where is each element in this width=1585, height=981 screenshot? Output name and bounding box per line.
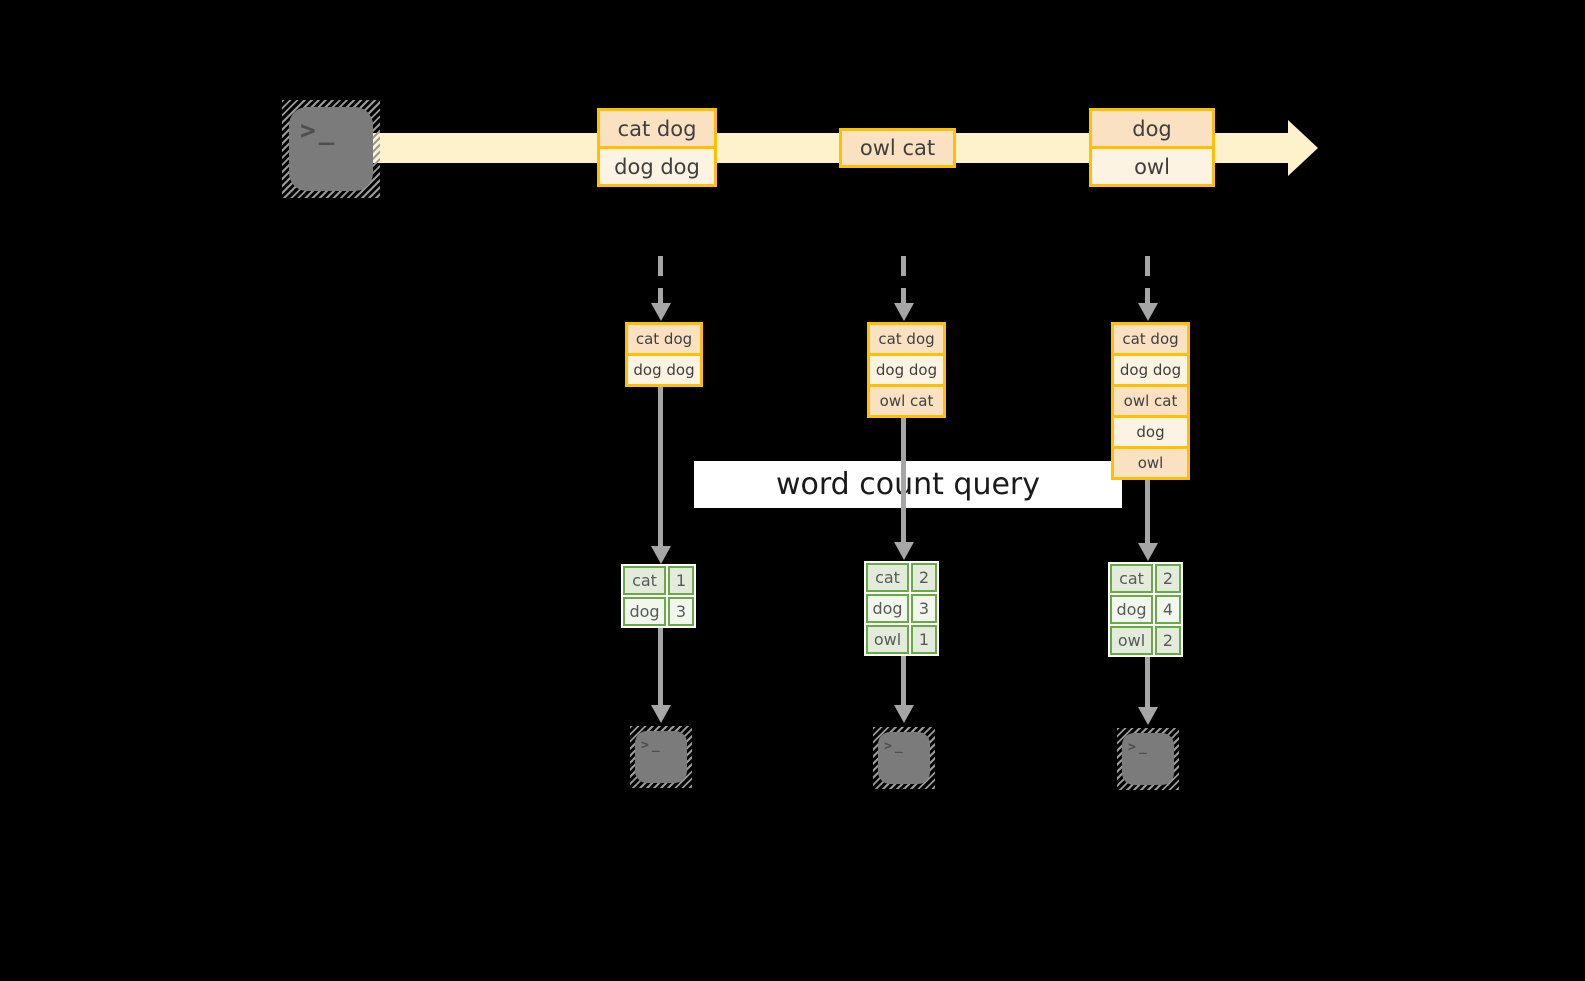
output-terminal-icon-1: >_ bbox=[630, 726, 692, 788]
stream-record-cell: cat dog bbox=[600, 111, 714, 146]
buffer-cell: dog bbox=[1114, 418, 1187, 446]
stream-record-box-3: dog owl bbox=[1089, 108, 1215, 187]
terminal-screen bbox=[289, 107, 373, 191]
ingest-arrow-dash-1 bbox=[658, 256, 663, 304]
ingest-arrow-dash-2 bbox=[901, 256, 906, 304]
table-cell-count: 2 bbox=[911, 563, 937, 592]
table-cell-count: 4 bbox=[1155, 595, 1181, 624]
word-count-table-1: cat 1 dog 3 bbox=[621, 564, 696, 628]
table-cell-word: cat bbox=[1110, 564, 1153, 593]
table-cell-word: cat bbox=[866, 563, 909, 592]
record-buffer-stack-2: cat dog dog dog owl cat bbox=[867, 322, 946, 418]
word-count-table-3: cat 2 dog 4 owl 2 bbox=[1108, 562, 1183, 657]
output-terminal-icon-3: >_ bbox=[1117, 728, 1179, 790]
ingest-arrow-dash-3 bbox=[1145, 256, 1150, 304]
terminal-screen bbox=[878, 732, 930, 784]
table-cell-word: dog bbox=[1110, 595, 1153, 624]
ingest-arrowhead-1 bbox=[651, 303, 671, 321]
output-arrow-line-3 bbox=[1145, 657, 1150, 708]
table-cell-count: 2 bbox=[1155, 564, 1181, 593]
connector-arrowhead-2 bbox=[894, 542, 914, 560]
buffer-cell: owl cat bbox=[1114, 387, 1187, 415]
buffer-cell: dog dog bbox=[870, 356, 943, 384]
connector-arrowhead-3 bbox=[1138, 543, 1158, 561]
ingest-arrowhead-3 bbox=[1138, 303, 1158, 321]
table-cell-count: 3 bbox=[668, 597, 694, 626]
stream-record-cell: owl cat bbox=[842, 131, 953, 165]
table-cell-count: 1 bbox=[911, 625, 937, 654]
record-buffer-stack-3: cat dog dog dog owl cat dog owl bbox=[1111, 322, 1190, 480]
terminal-prompt-icon: >_ bbox=[884, 739, 906, 754]
stream-record-cell: dog dog bbox=[600, 149, 714, 184]
word-count-table-2: cat 2 dog 3 owl 1 bbox=[864, 561, 939, 656]
output-arrowhead-3 bbox=[1138, 707, 1158, 725]
stream-record-cell: owl bbox=[1092, 149, 1212, 184]
stream-arrowhead-icon bbox=[1288, 120, 1318, 176]
query-label-band: word count query bbox=[694, 461, 1122, 508]
buffer-cell: cat dog bbox=[1114, 325, 1187, 353]
terminal-prompt-icon: >_ bbox=[641, 738, 663, 753]
table-cell-word: dog bbox=[623, 597, 666, 626]
connector-line-3 bbox=[1145, 478, 1150, 544]
stream-record-cell: dog bbox=[1092, 111, 1212, 146]
connector-arrowhead-1 bbox=[651, 546, 671, 564]
connector-line-2 bbox=[901, 416, 906, 543]
stream-record-box-2: owl cat bbox=[839, 128, 956, 168]
table-cell-word: cat bbox=[623, 566, 666, 595]
connector-line-1 bbox=[658, 387, 663, 547]
terminal-prompt-icon: >_ bbox=[1128, 740, 1150, 755]
table-cell-word: owl bbox=[1110, 626, 1153, 655]
output-arrowhead-2 bbox=[894, 705, 914, 723]
query-label: word count query bbox=[775, 467, 1041, 502]
output-arrowhead-1 bbox=[651, 705, 671, 723]
table-cell-word: dog bbox=[866, 594, 909, 623]
buffer-cell: cat dog bbox=[628, 325, 700, 353]
buffer-cell: cat dog bbox=[870, 325, 943, 353]
buffer-cell: owl bbox=[1114, 449, 1187, 477]
table-cell-count: 3 bbox=[911, 594, 937, 623]
stream-record-box-1: cat dog dog dog bbox=[597, 108, 717, 187]
table-cell-word: owl bbox=[866, 625, 909, 654]
table-cell-count: 1 bbox=[668, 566, 694, 595]
source-terminal-icon: >_ bbox=[282, 100, 380, 198]
output-arrow-line-1 bbox=[658, 628, 663, 706]
terminal-screen bbox=[635, 731, 687, 783]
buffer-cell: dog dog bbox=[1114, 356, 1187, 384]
terminal-prompt-icon: >_ bbox=[300, 116, 338, 146]
buffer-cell: dog dog bbox=[628, 356, 700, 384]
ingest-arrowhead-2 bbox=[894, 303, 914, 321]
output-arrow-line-2 bbox=[901, 656, 906, 706]
output-terminal-icon-2: >_ bbox=[873, 727, 935, 789]
buffer-cell: owl cat bbox=[870, 387, 943, 415]
terminal-screen bbox=[1122, 733, 1174, 785]
table-cell-count: 2 bbox=[1155, 626, 1181, 655]
record-buffer-stack-1: cat dog dog dog bbox=[625, 322, 703, 387]
